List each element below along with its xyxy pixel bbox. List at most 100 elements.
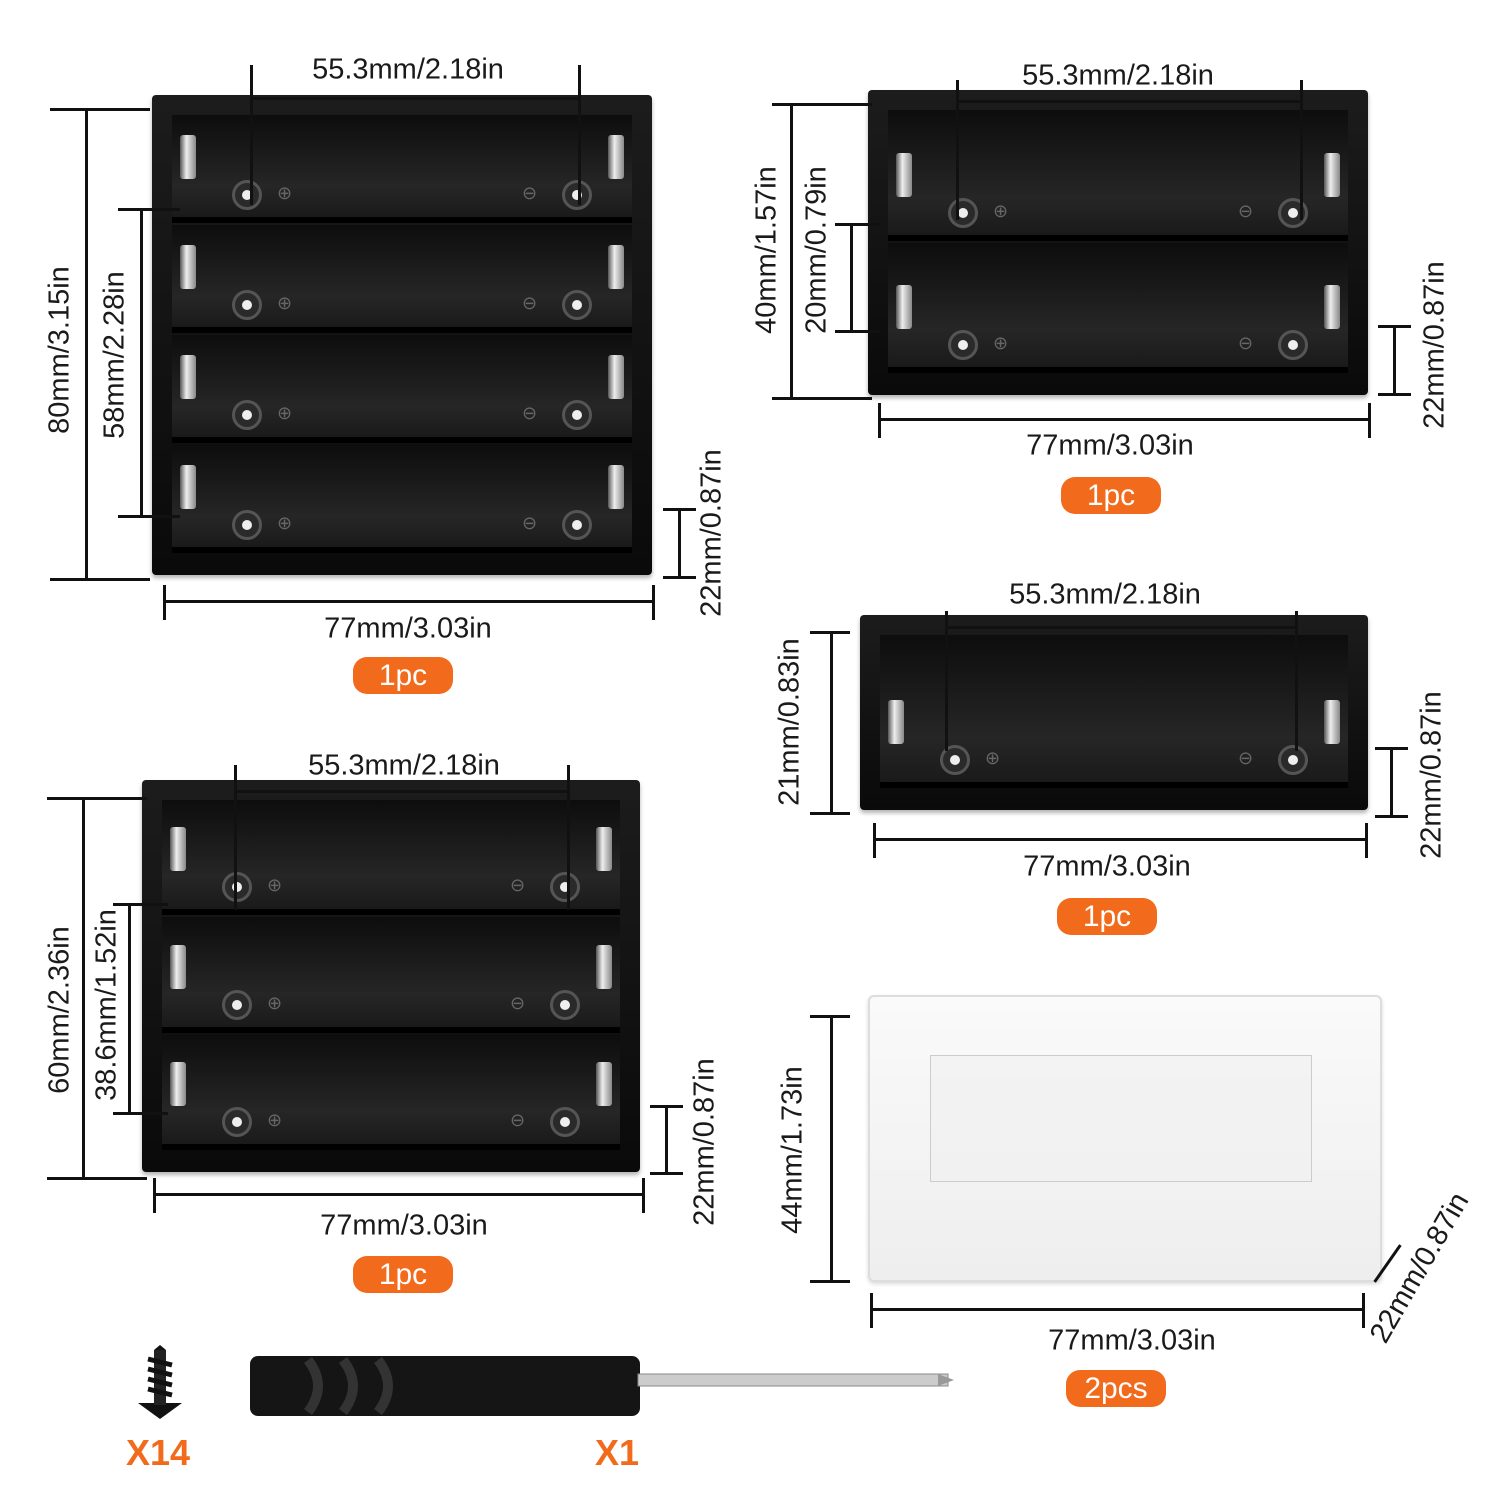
minus-icon: ⊖ <box>522 293 538 313</box>
quantity-badge: 1pc <box>353 1256 453 1293</box>
dimension-tick <box>870 1293 873 1328</box>
mounting-hole <box>562 290 592 320</box>
width-label: 77mm/3.03in <box>320 1209 488 1242</box>
quantity-badge: 2pcs <box>1066 1370 1166 1407</box>
mounting-hole <box>222 1107 252 1137</box>
spring-contact <box>180 245 196 289</box>
dimension-tick <box>578 65 581 205</box>
minus-icon: ⊖ <box>522 403 538 423</box>
mounting-hole <box>1278 745 1308 775</box>
dimension-line <box>234 790 567 793</box>
dimension-line <box>140 208 143 515</box>
outer-height-label: 40mm/1.57in <box>750 166 783 334</box>
dimension-line <box>830 1015 833 1280</box>
dimension-line <box>870 1308 1362 1311</box>
minus-icon: ⊖ <box>522 513 538 533</box>
minus-icon: ⊖ <box>1238 200 1254 221</box>
case-window <box>930 1055 1312 1182</box>
depth-label: 22mm/0.87in <box>688 1058 721 1226</box>
mounting-hole <box>232 510 262 540</box>
spring-contact <box>1324 285 1340 329</box>
outer-height-label: 80mm/3.15in <box>43 266 76 434</box>
case-height-label: 44mm/1.73in <box>776 1066 809 1234</box>
dimension-tick <box>50 578 150 581</box>
spring-contact <box>180 355 196 399</box>
screw-quantity: X14 <box>125 1432 191 1473</box>
dimension-line <box>250 97 578 100</box>
depth-label: 22mm/0.87in <box>1418 261 1451 429</box>
dimension-tick <box>772 103 872 106</box>
dimension-tick <box>1300 80 1303 220</box>
spacing-label: 55.3mm/2.18in <box>308 749 500 782</box>
battery-holder-1-slot: ⊕⊖ <box>860 615 1368 810</box>
minus-icon: ⊖ <box>510 992 526 1013</box>
depth-label: 22mm/0.87in <box>695 449 728 617</box>
dimension-line <box>678 508 681 576</box>
mounting-hole <box>550 989 580 1020</box>
dimension-line <box>830 631 833 812</box>
battery-holder-4-slot: ⊕⊖⊕⊖⊕⊖⊕⊖ <box>152 95 652 575</box>
minus-icon: ⊖ <box>1238 748 1254 768</box>
dimension-line <box>945 626 1295 629</box>
minus-icon: ⊖ <box>510 875 526 896</box>
spring-contact <box>180 465 196 509</box>
mounting-hole <box>232 400 262 430</box>
mounting-hole <box>562 180 592 210</box>
spring-contact <box>596 827 612 872</box>
dimension-tick <box>810 812 850 815</box>
mounting-hole <box>1278 330 1308 360</box>
inner-height-label: 20mm/0.79in <box>800 166 833 334</box>
dimension-line <box>85 108 88 578</box>
dimension-tick <box>956 80 959 220</box>
screwdriver-quantity: X1 <box>594 1432 640 1473</box>
dimension-line <box>956 100 1300 103</box>
width-label: 77mm/3.03in <box>1023 850 1191 883</box>
dimension-tick <box>772 397 872 400</box>
dimension-tick <box>118 515 180 518</box>
dimension-tick <box>810 631 850 634</box>
dimension-tick <box>642 1178 645 1213</box>
dimension-tick <box>650 1172 683 1175</box>
dimension-line <box>153 1193 642 1196</box>
dimension-line <box>82 797 85 1177</box>
spring-contact <box>608 465 624 509</box>
mounting-hole <box>550 872 580 903</box>
mounting-hole <box>1278 197 1308 228</box>
dimension-tick <box>873 823 876 858</box>
dimension-tick <box>835 223 880 226</box>
dimension-tick <box>835 330 880 333</box>
spring-contact <box>608 245 624 289</box>
mounting-hole <box>948 197 978 228</box>
plus-icon: ⊕ <box>993 333 1009 353</box>
mounting-hole <box>222 872 252 903</box>
dimension-line <box>873 838 1365 841</box>
dimension-tick <box>650 1105 683 1108</box>
spring-contact <box>608 135 624 179</box>
dimension-tick <box>1295 611 1298 751</box>
dimension-tick <box>1378 393 1411 396</box>
mounting-hole <box>562 510 592 540</box>
inner-height-label: 58mm/2.28in <box>98 271 131 439</box>
spring-contact <box>170 1062 186 1106</box>
spacing-label: 55.3mm/2.18in <box>1009 578 1201 611</box>
plus-icon: ⊕ <box>993 200 1009 221</box>
spacing-label: 55.3mm/2.18in <box>1022 59 1214 92</box>
spring-contact <box>1324 152 1340 197</box>
dimension-tick <box>47 797 147 800</box>
plus-icon: ⊕ <box>277 403 293 423</box>
battery-case <box>868 995 1382 1282</box>
quantity-badge: 1pc <box>1061 477 1161 514</box>
dimension-tick <box>234 765 237 910</box>
quantity-badge: 1pc <box>1057 898 1157 935</box>
dimension-tick <box>567 765 570 910</box>
dimension-tick <box>878 403 881 438</box>
dimension-line <box>128 903 131 1112</box>
mounting-hole <box>948 330 978 360</box>
outer-height-label: 60mm/2.36in <box>43 926 76 1094</box>
mounting-hole <box>562 400 592 430</box>
mounting-hole <box>550 1107 580 1137</box>
width-label: 77mm/3.03in <box>1026 429 1194 462</box>
battery-holder-2-slot: ⊕⊖⊕⊖ <box>868 90 1368 395</box>
spring-contact <box>170 944 186 989</box>
